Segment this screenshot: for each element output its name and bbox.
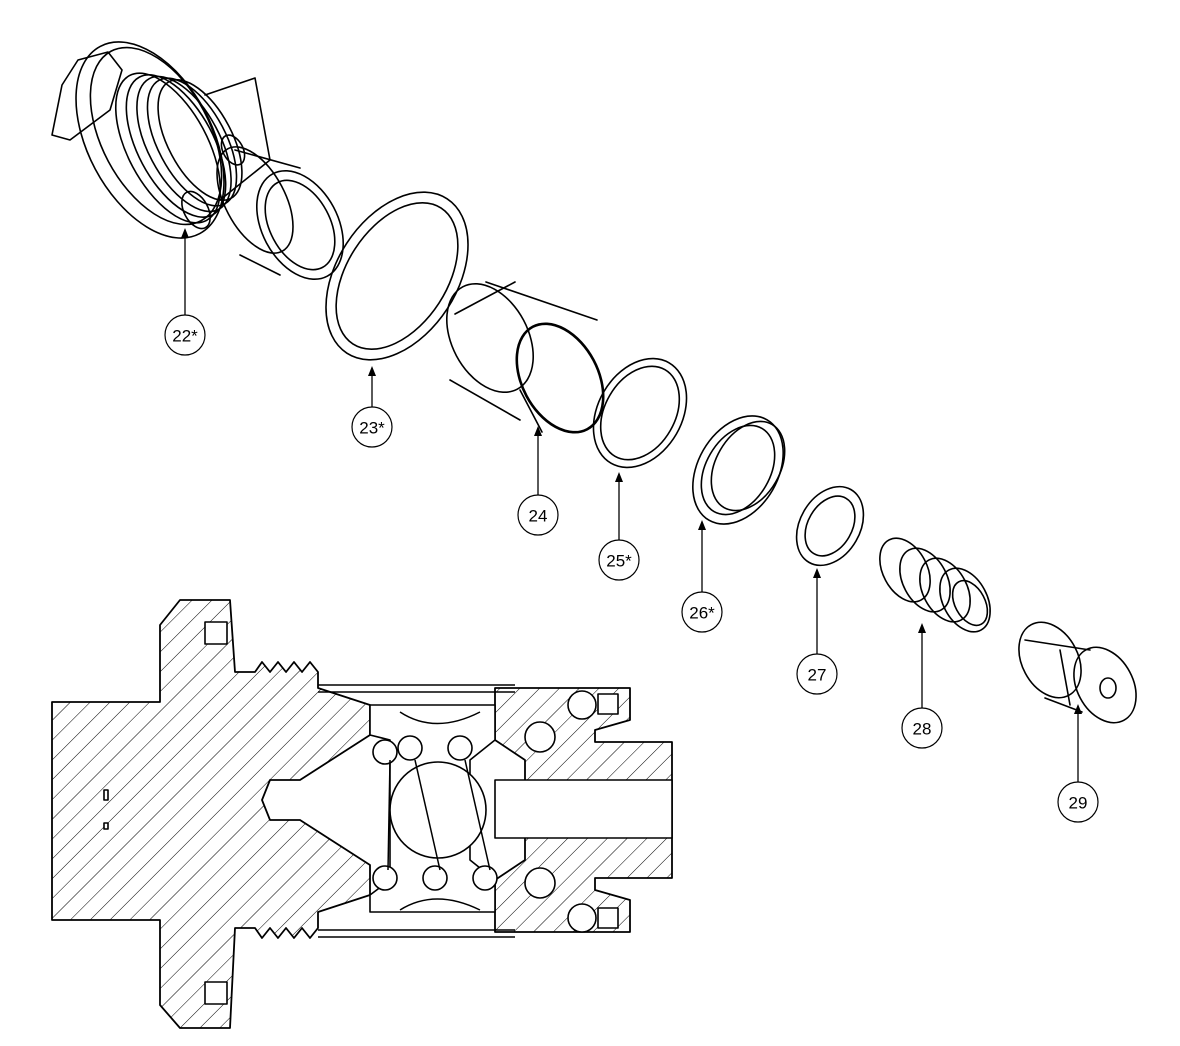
sleeve-part-24 bbox=[445, 281, 605, 434]
callout-27: 27 bbox=[796, 568, 838, 695]
balloon-25: 25* bbox=[598, 539, 640, 581]
washer-part-25 bbox=[592, 357, 688, 469]
balloon-29: 29 bbox=[1057, 781, 1099, 823]
balloon-label-27: 27 bbox=[808, 666, 827, 685]
balloon-label-23: 23* bbox=[359, 419, 385, 438]
callout-28: 28 bbox=[901, 623, 943, 749]
balloon-28: 28 bbox=[901, 707, 943, 749]
balloon-label-25: 25* bbox=[606, 552, 632, 571]
cap-part-29 bbox=[1018, 621, 1137, 724]
balloon-label-22: 22* bbox=[172, 327, 198, 346]
balloon-27: 27 bbox=[796, 653, 838, 695]
balloon-label-28: 28 bbox=[913, 720, 932, 739]
balloon-label-24: 24 bbox=[529, 507, 548, 526]
valve-body-part-22 bbox=[51, 41, 345, 281]
balloon-label-29: 29 bbox=[1069, 794, 1088, 813]
balloon-26: 26* bbox=[681, 591, 723, 633]
flange-seal-top bbox=[204, 621, 228, 645]
callout-29: 29 bbox=[1057, 704, 1099, 823]
flat-washer-part-27 bbox=[795, 485, 865, 567]
callout-22: 22* bbox=[164, 228, 206, 356]
balloon-22: 22* bbox=[164, 314, 206, 356]
seal-ring-part-26 bbox=[692, 415, 786, 525]
section-spring bbox=[372, 735, 498, 891]
balloon-23: 23* bbox=[351, 406, 393, 448]
balloon-24: 24 bbox=[517, 494, 559, 536]
flange-seal-bottom bbox=[204, 981, 228, 1005]
callout-25: 25* bbox=[598, 472, 640, 581]
callout-24: 24 bbox=[517, 426, 559, 536]
balloon-label-26: 26* bbox=[689, 604, 715, 623]
section-body bbox=[51, 599, 371, 1029]
callout-26: 26* bbox=[681, 520, 723, 633]
callout-23: 23* bbox=[351, 366, 393, 448]
cross-section-view bbox=[51, 599, 673, 1029]
spring-part-28 bbox=[879, 537, 991, 633]
